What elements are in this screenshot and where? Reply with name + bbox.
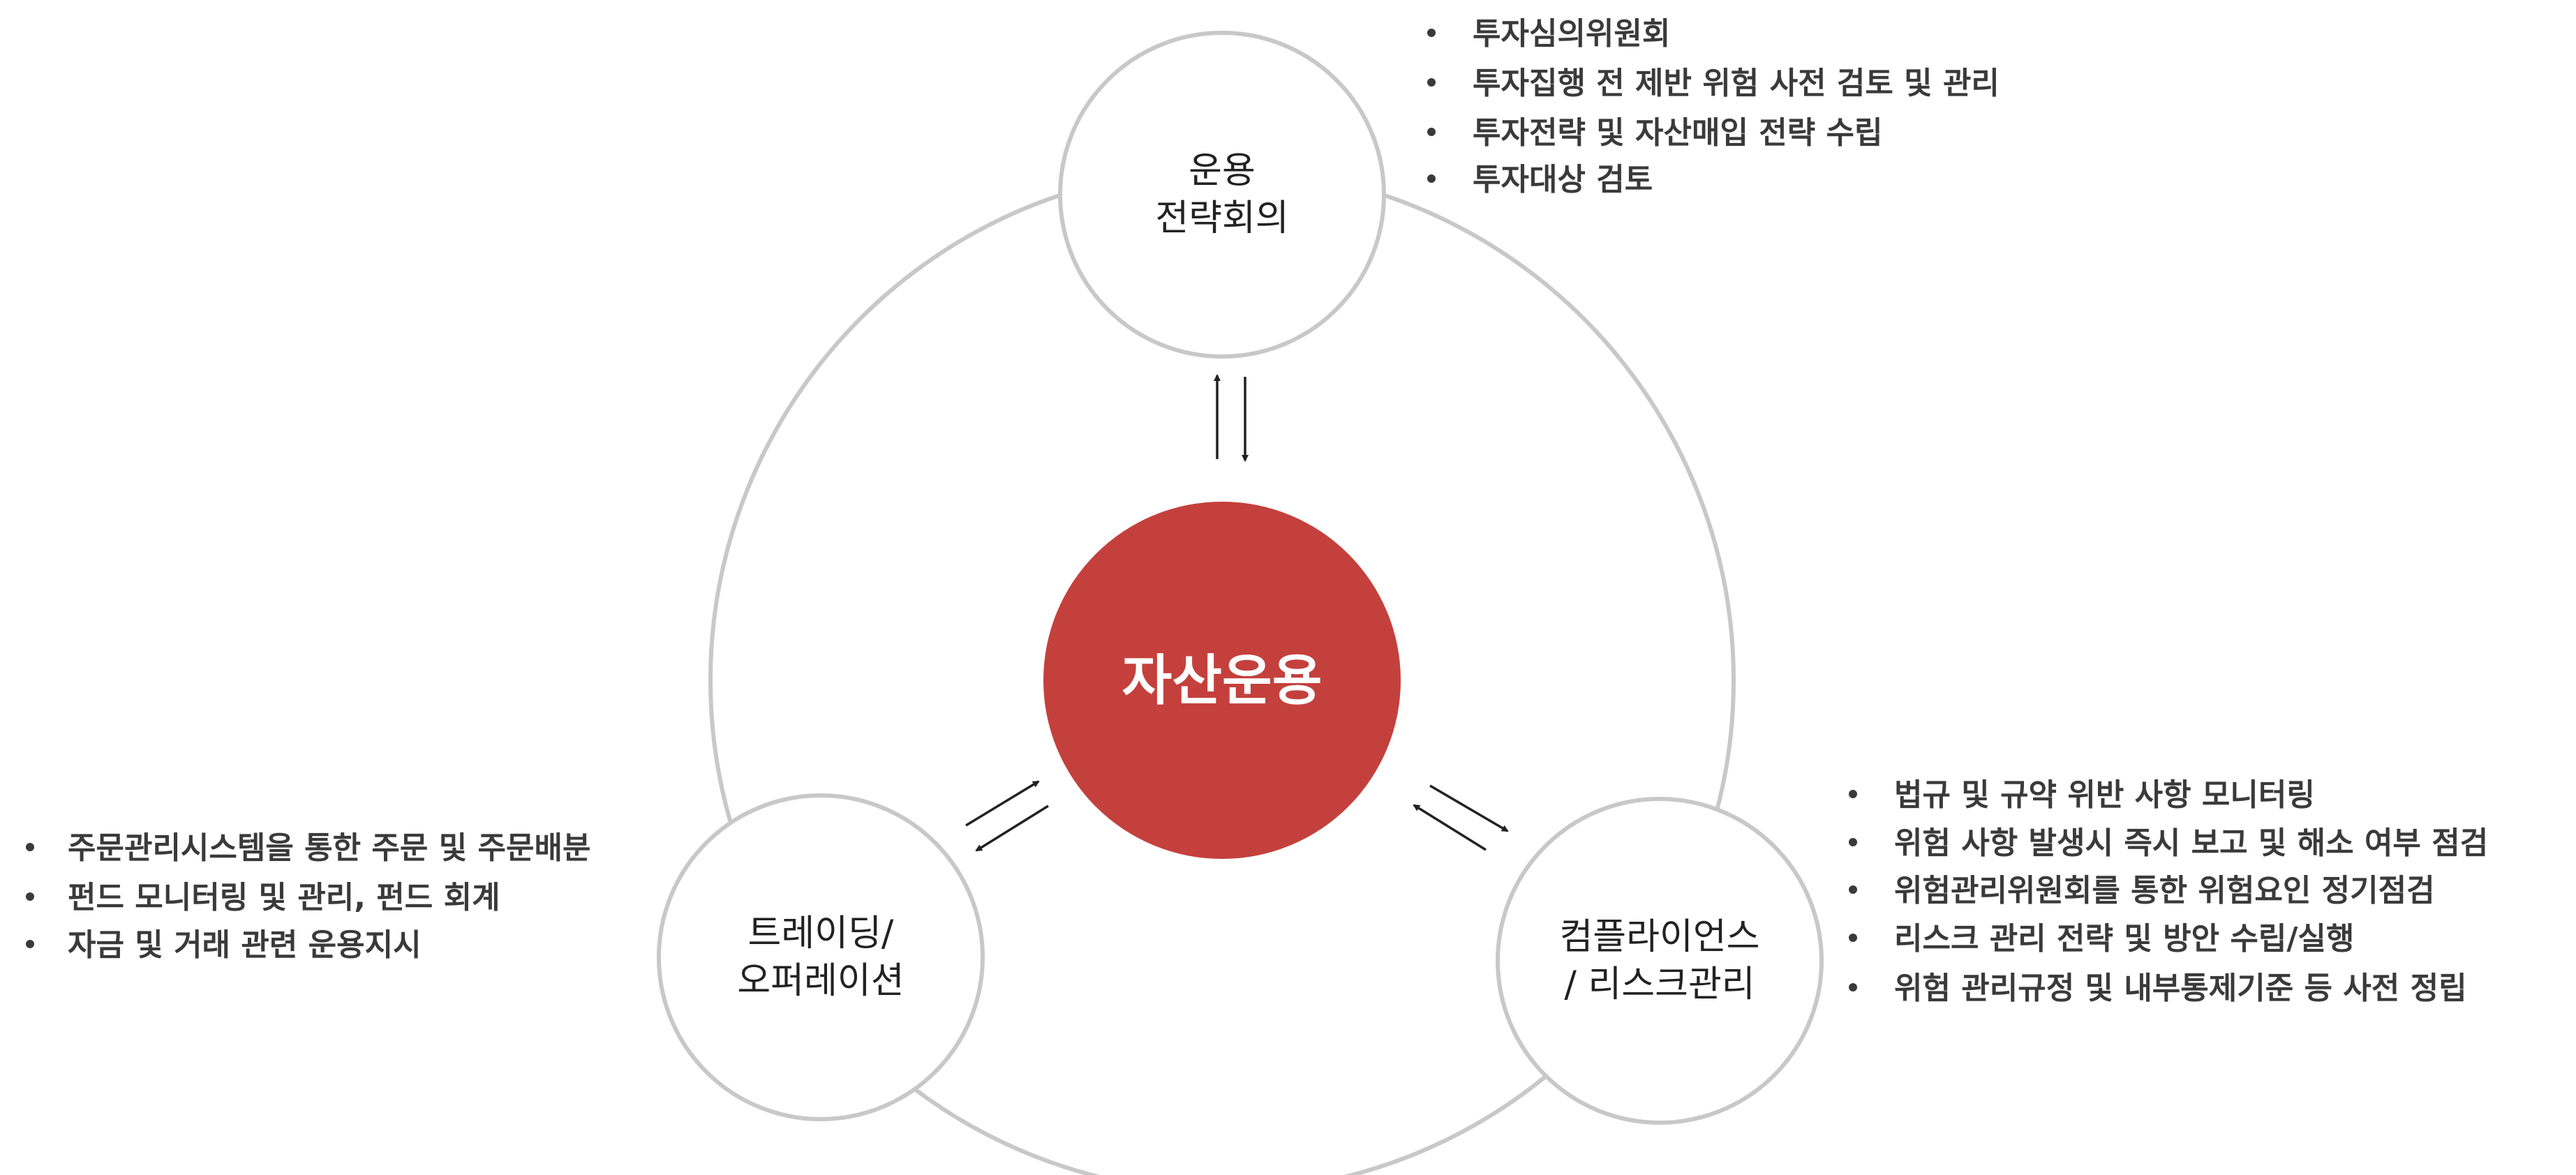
list-item: 투자전략 및 자산매입 전략 수립 [1473,115,1883,151]
list-item: 위험 사항 발생시 즉시 보고 및 해소 여부 점검 [1894,825,2488,861]
arrow-from-center-icon [1429,784,1509,832]
bullet-icon [26,892,34,901]
list-item: 위험관리위원회를 통한 위험요인 정기점검 [1894,873,2435,908]
node-label-line2: / 리스크관리 [1564,964,1755,1005]
node-label-line1: 트레이딩/ [748,913,894,955]
list-item: 리스크 관리 전략 및 방안 수립/실행 [1894,921,2354,957]
center-label: 자산운용 [1122,650,1322,712]
list-item: 법규 및 규약 위반 사항 모니터링 [1894,777,2315,813]
bullet-icon [1427,78,1436,87]
bullet-icon [1849,983,1857,991]
bullet-icon [26,940,34,948]
list-item: 투자대상 검토 [1473,162,1653,197]
node-label-line2: 전략회의 [1155,197,1288,239]
list-item: 투자심의위원회 [1473,16,1670,52]
node-label-line2: 오퍼레이션 [737,960,904,1002]
center-node-asset-management: 자산운용 [1043,502,1401,859]
arrow-to-center-icon [1413,804,1487,851]
list-item: 주문관리시스템을 통한 주문 및 주문배분 [68,830,590,866]
node-label-line1: 운용 [1189,150,1256,192]
node-compliance-risk: 컴플라이언스 / 리스크관리 [1496,797,1824,1125]
arrow-from-center-icon [975,804,1049,852]
bullet-icon [26,843,34,851]
bullet-icon [1849,934,1857,942]
bullet-icon [1427,128,1436,136]
bullet-icon [1427,29,1436,37]
bullet-icon [1849,838,1857,846]
node-strategy-meeting: 운용 전략회의 [1058,31,1386,359]
node-trading-operation: 트레이딩/ 오퍼레이션 [657,793,985,1121]
bullet-icon [1427,174,1436,183]
bullet-icon [1849,885,1857,894]
list-item: 펀드 모니터링 및 관리, 펀드 회계 [68,880,500,915]
bullet-icon [1849,790,1857,798]
arrow-to-center-icon [965,780,1040,827]
list-item: 위험 관리규정 및 내부통제기준 등 사전 정립 [1894,971,2467,1006]
node-label-line1: 컴플라이언스 [1559,916,1759,958]
list-item: 투자집행 전 제반 위험 사전 검토 및 관리 [1473,66,2000,101]
list-item: 자금 및 거래 관련 운용지시 [68,927,422,963]
